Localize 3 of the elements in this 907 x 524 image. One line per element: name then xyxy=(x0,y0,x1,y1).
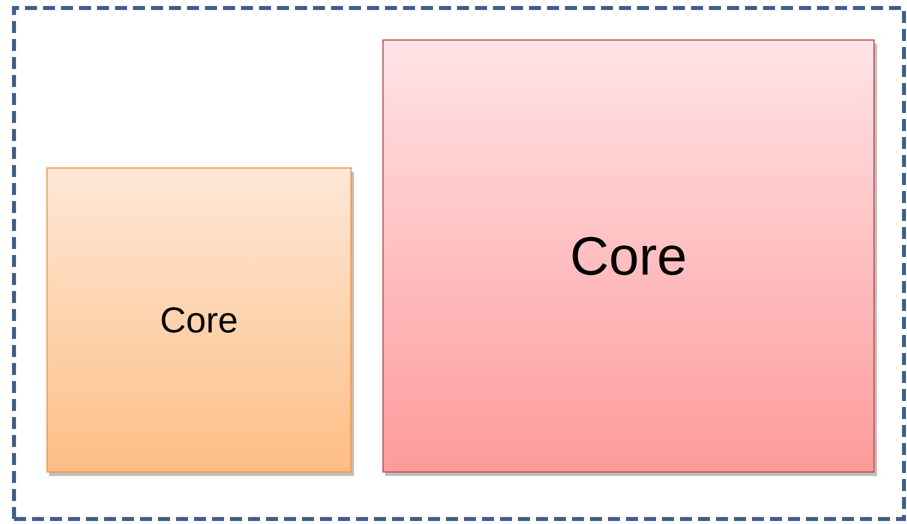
core-box: Core xyxy=(46,167,354,476)
core-box: Core xyxy=(382,39,877,476)
dashed-frame xyxy=(12,6,906,521)
